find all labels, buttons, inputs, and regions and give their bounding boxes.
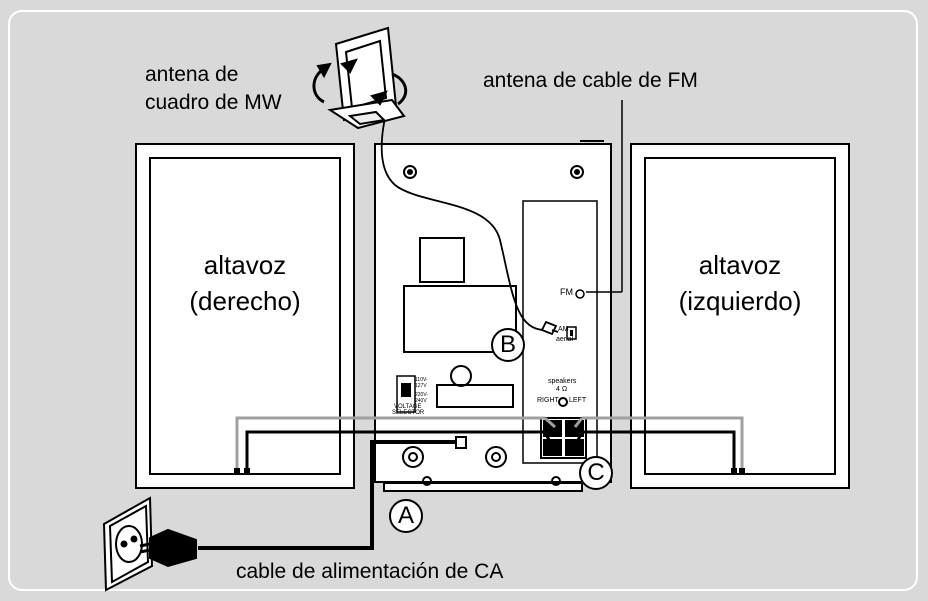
voltage-option-4: 240V <box>415 398 427 404</box>
power-cable <box>198 436 467 550</box>
callout-c: C <box>579 456 613 490</box>
wall-outlet <box>102 496 154 592</box>
speaker-wire-black <box>245 430 736 472</box>
speaker-left-label-1: altavoz <box>698 250 782 280</box>
callout-b: B <box>491 328 525 362</box>
callout-a: A <box>389 499 423 533</box>
diagram-frame <box>8 10 918 591</box>
mw-antenna-cable <box>380 112 559 336</box>
voltage-option-1: 110V- <box>415 377 428 383</box>
speaker-wire-ends <box>234 468 745 474</box>
speaker-right-label-1: altavoz <box>203 250 287 280</box>
speaker-left-label-2: (izquierdo) <box>678 286 802 316</box>
speaker-right-label-2: (derecho) <box>189 286 301 316</box>
mw-loop-antenna <box>312 26 408 130</box>
voltage-option-3: 220V- <box>415 392 429 398</box>
speakers-label-1: speakers <box>548 378 577 385</box>
speakers-label-2: 4 Ω <box>556 386 568 393</box>
power-plug <box>139 528 197 568</box>
mw-antenna-label-1: antena de <box>145 63 239 86</box>
power-cable-label: cable de alimentación de CA <box>236 560 504 583</box>
voltage-selector-label-2: SELECTOR <box>392 410 425 416</box>
speaker-wire-grey <box>235 416 744 470</box>
am-jack-label-1: AM <box>558 326 569 333</box>
terminal-left-label: LEFT <box>569 397 587 404</box>
voltage-option-2: 127V <box>415 383 427 389</box>
terminal-right-label: RIGHT <box>537 397 559 404</box>
fm-antenna-label: antena de cable de FM <box>483 69 698 92</box>
fm-antenna-wire <box>580 100 623 293</box>
voltage-selector-label-1: VOLTAGE <box>394 404 422 410</box>
am-jack-label-2: aerial <box>556 336 574 343</box>
fm-jack-label: FM <box>560 287 573 297</box>
mw-antenna-label-2: cuadro de MW <box>145 91 282 114</box>
